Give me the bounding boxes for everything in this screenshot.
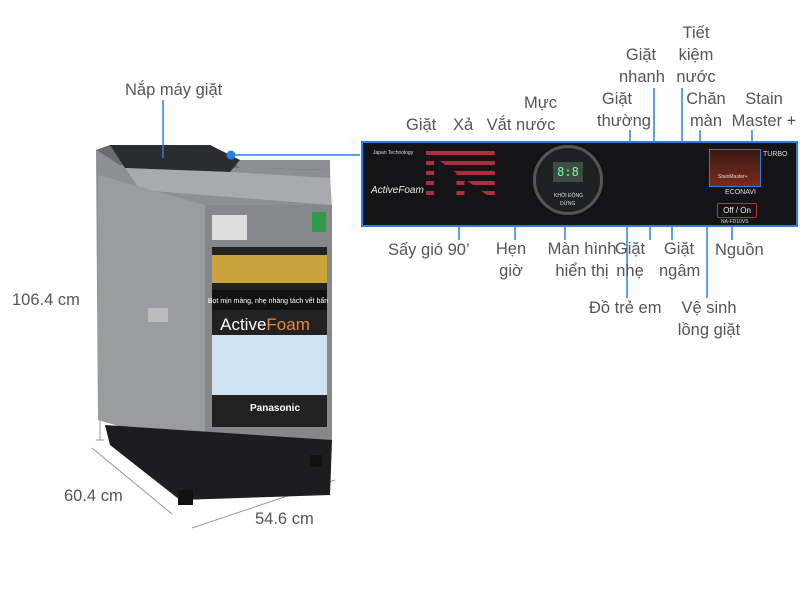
panel-activefoam-logo: ActiveFoam	[371, 185, 424, 196]
label-air-dry: Sấy gió 90’	[388, 241, 470, 259]
econavi-label: ECONAVI	[725, 189, 756, 196]
panel-japan-tech: Japan Technology	[373, 150, 414, 156]
start-button[interactable]: KHỞI ĐỘNG	[554, 193, 584, 199]
lid-marker	[226, 150, 236, 160]
washing-machine-image: Bọt mịn màng, nhẹ nhàng tách vết bẩn Act…	[96, 145, 332, 505]
panel-leds	[426, 151, 495, 195]
label-wash: Giặt	[406, 116, 437, 134]
turbo-label: TURBO	[763, 151, 788, 158]
label-baby: Đồ trẻ em	[589, 299, 662, 317]
stop-label: DỪNG	[560, 201, 576, 207]
power-button[interactable]: Off / On	[717, 203, 757, 218]
display-digits: 8:8	[553, 162, 583, 182]
panel-display: 8:8 KHỞI ĐỘNG DỪNG	[533, 145, 603, 215]
stainmaster-box: StainMaster+	[709, 149, 761, 187]
label-power: Nguồn	[715, 241, 764, 259]
dimension-width: 54.6 cm	[255, 510, 314, 528]
label-rinse: Xả	[453, 116, 474, 134]
control-panel: Japan Technology ActiveFoam 8:8 KHỞI ĐỘN…	[361, 141, 798, 227]
svg-text:ActiveFoam: ActiveFoam	[220, 315, 310, 334]
dimension-height: 106.4 cm	[12, 291, 80, 309]
stainmaster-button[interactable]: StainMaster+	[718, 174, 748, 180]
dimension-depth: 60.4 cm	[64, 487, 123, 505]
label-lid: Nắp máy giặt	[125, 81, 223, 99]
svg-text:Panasonic: Panasonic	[250, 403, 300, 414]
model-label: NA-FD10VS	[721, 219, 749, 225]
svg-text:Bọt mịn màng, nhẹ nhàng tách v: Bọt mịn màng, nhẹ nhàng tách vết bẩn	[208, 296, 328, 305]
